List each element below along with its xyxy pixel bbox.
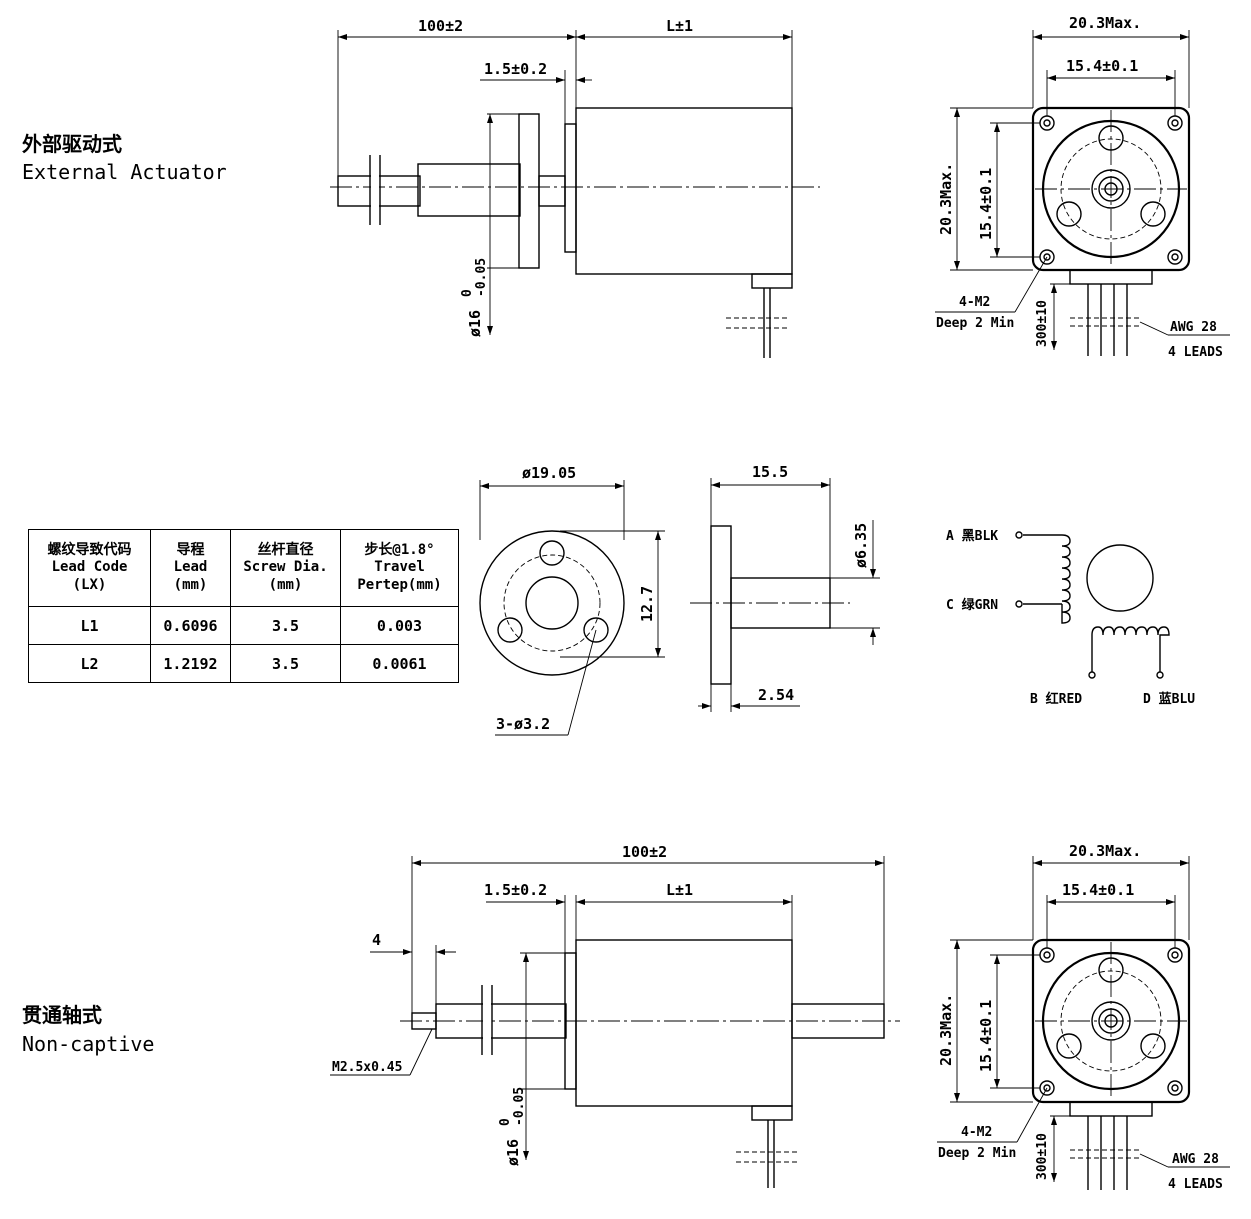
- svg-text:ø16: ø16: [466, 310, 484, 337]
- noncaptive-dim-L: L±1: [666, 881, 693, 899]
- wire-c: C 绿GRN: [946, 597, 998, 613]
- noncaptive-deep: Deep 2 Min: [938, 1146, 1016, 1161]
- noncaptive-front-154: 15.4±0.1: [1062, 881, 1134, 899]
- cell-screw-dia: 3.5: [230, 644, 341, 683]
- external-dia16: ø16 0 -0.05: [460, 258, 489, 337]
- cell-screw-dia: 3.5: [230, 606, 341, 645]
- noncaptive-title-cn: 贯通轴式: [22, 1003, 102, 1027]
- noncaptive-front-203-v: 20.3Max.: [937, 994, 955, 1066]
- svg-text:0: 0: [498, 1118, 513, 1126]
- nut-127: 12.7: [638, 586, 656, 622]
- external-300: 300±10: [1035, 300, 1050, 347]
- noncaptive-front-203: 20.3Max.: [1069, 842, 1141, 860]
- external-side-view: [330, 30, 820, 358]
- noncaptive-m2: 4-M2: [961, 1125, 992, 1140]
- external-dim-1-5: 1.5±0.2: [484, 60, 547, 78]
- external-front-view: [935, 30, 1230, 356]
- external-leads: 4 LEADS: [1168, 345, 1223, 360]
- noncaptive-title-en: Non-captive: [22, 1032, 154, 1056]
- external-awg: AWG 28: [1170, 320, 1217, 335]
- external-title-cn: 外部驱动式: [22, 132, 122, 156]
- noncaptive-dim-1-5: 1.5±0.2: [484, 881, 547, 899]
- external-front-154-v: 15.4±0.1: [977, 168, 995, 240]
- external-m2: 4-M2: [959, 295, 990, 310]
- svg-text:-0.05: -0.05: [512, 1087, 527, 1126]
- external-deep: Deep 2 Min: [936, 316, 1014, 331]
- cell-code: L1: [28, 606, 151, 645]
- external-dim-L: L±1: [666, 17, 693, 35]
- noncaptive-leads: 4 LEADS: [1168, 1177, 1223, 1192]
- cell-travel: 0.003: [340, 606, 459, 645]
- external-front-203-v: 20.3Max.: [937, 163, 955, 235]
- noncaptive-dia16: ø16 0 -0.05: [498, 1087, 527, 1166]
- noncaptive-front-view: [937, 856, 1230, 1190]
- svg-text:-0.05: -0.05: [474, 258, 489, 297]
- nut-holes: 3-ø3.2: [496, 715, 550, 733]
- external-front-203: 20.3Max.: [1069, 14, 1141, 32]
- svg-text:ø16: ø16: [504, 1139, 522, 1166]
- wire-b: B 红RED: [1030, 691, 1082, 707]
- external-dim-100: 100±2: [418, 17, 463, 35]
- noncaptive-thread: M2.5x0.45: [332, 1060, 402, 1075]
- nut-155: 15.5: [752, 463, 788, 481]
- external-front-154: 15.4±0.1: [1066, 57, 1138, 75]
- cell-travel: 0.0061: [340, 644, 459, 683]
- table-row: L2 1.2192 3.5 0.0061: [28, 644, 459, 683]
- noncaptive-300: 300±10: [1035, 1133, 1050, 1180]
- noncaptive-side-view: [330, 856, 900, 1188]
- noncaptive-dim-100: 100±2: [622, 843, 667, 861]
- nut-254: 2.54: [758, 686, 794, 704]
- wiring-diagram: [1015, 531, 1170, 679]
- table-row: L1 0.6096 3.5 0.003: [28, 606, 459, 645]
- cell-lead: 1.2192: [150, 644, 231, 683]
- wire-a: A 黑BLK: [946, 529, 998, 544]
- noncaptive-dim-4: 4: [372, 931, 381, 949]
- cell-code: L2: [28, 644, 151, 683]
- nut-front-view: [479, 480, 665, 736]
- wire-d: D 蓝BLU: [1143, 691, 1195, 707]
- noncaptive-front-154-v: 15.4±0.1: [977, 1000, 995, 1072]
- nut-side-view: [690, 478, 880, 712]
- cell-lead: 0.6096: [150, 606, 231, 645]
- noncaptive-awg: AWG 28: [1172, 1152, 1219, 1167]
- nut-dia635: ø6.35: [852, 523, 870, 568]
- external-title-en: External Actuator: [22, 160, 227, 184]
- svg-text:0: 0: [460, 289, 475, 297]
- nut-dia1905: ø19.05: [522, 464, 576, 482]
